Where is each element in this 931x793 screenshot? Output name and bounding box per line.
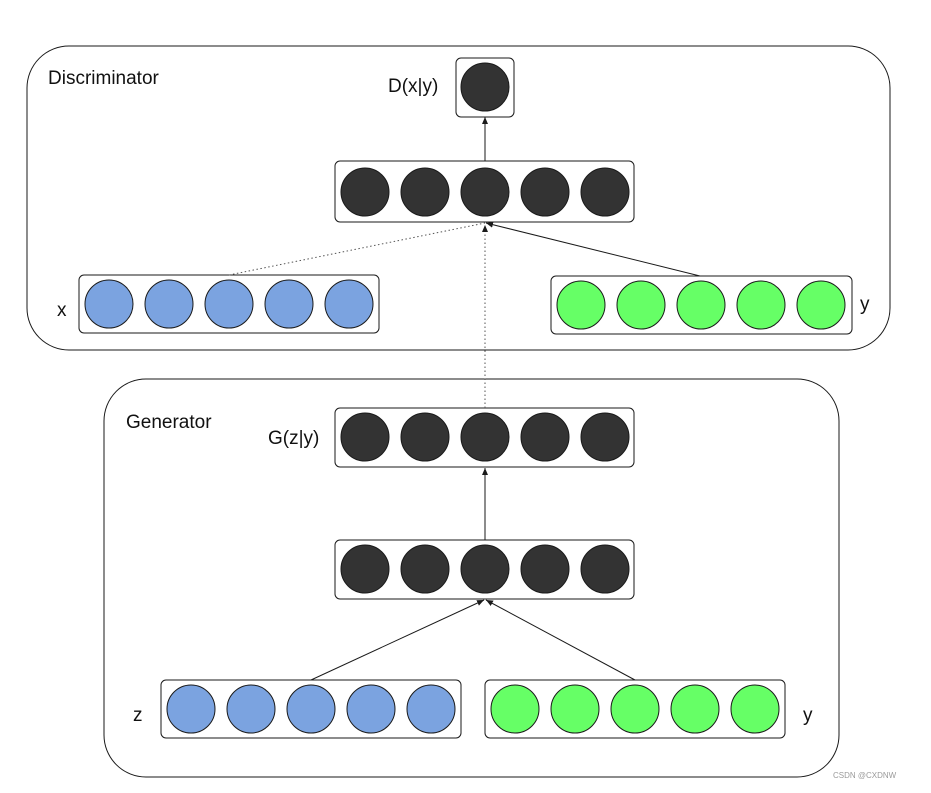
generator-output-node <box>400 412 450 462</box>
discriminator-x-node <box>204 279 254 329</box>
discriminator-hidden-node <box>460 167 510 217</box>
g-y-to-hidden-arrow <box>485 599 636 681</box>
discriminator-hidden-node <box>580 167 630 217</box>
discriminator-output-nodes <box>460 62 510 112</box>
generator-hidden-nodes <box>340 544 630 594</box>
discriminator-x-node <box>144 279 194 329</box>
g-z-to-hidden-arrow <box>310 599 485 681</box>
generator-hidden-node <box>400 544 450 594</box>
discriminator-title: Discriminator <box>48 68 160 89</box>
generator-y-node <box>490 684 540 734</box>
generator-output-node <box>520 412 570 462</box>
generator-z-nodes <box>166 684 456 734</box>
discriminator-x-node <box>264 279 314 329</box>
discriminator-hidden-node <box>340 167 390 217</box>
discriminator-y-node <box>796 280 846 330</box>
generator-y-node <box>670 684 720 734</box>
generator-hidden-node <box>520 544 570 594</box>
discriminator-x-nodes <box>84 279 374 329</box>
discriminator-y-nodes <box>556 280 846 330</box>
generator-z-node <box>346 684 396 734</box>
generator-z-label: z <box>133 705 143 726</box>
discriminator-x-label: x <box>57 300 67 321</box>
generator-z-node <box>166 684 216 734</box>
generator-output-label: G(z|y) <box>268 428 319 449</box>
generator-y-label: y <box>803 705 813 726</box>
generator-z-node <box>406 684 456 734</box>
discriminator-hidden-nodes <box>340 167 630 217</box>
discriminator-y-node <box>676 280 726 330</box>
discriminator-x-node <box>324 279 374 329</box>
generator-output-node <box>580 412 630 462</box>
generator-output-nodes <box>340 412 630 462</box>
generator-panel: Generator G(z|y) z y <box>103 378 840 778</box>
discriminator-y-node <box>556 280 606 330</box>
discriminator-y-node <box>736 280 786 330</box>
generator-y-node <box>730 684 780 734</box>
generator-hidden-node <box>340 544 390 594</box>
generator-y-node <box>610 684 660 734</box>
generator-z-node <box>286 684 336 734</box>
generator-y-node <box>550 684 600 734</box>
generator-title: Generator <box>126 412 212 433</box>
generator-hidden-node <box>580 544 630 594</box>
discriminator-x-node <box>84 279 134 329</box>
watermark-text: CSDN @CXDNW <box>833 771 897 780</box>
generator-z-node <box>226 684 276 734</box>
discriminator-y-label: y <box>860 294 870 315</box>
generator-hidden-node <box>460 544 510 594</box>
discriminator-hidden-node <box>400 167 450 217</box>
discriminator-panel: Discriminator D(x|y) x y <box>26 45 891 351</box>
generator-output-node <box>340 412 390 462</box>
discriminator-output-label: D(x|y) <box>388 76 438 97</box>
discriminator-y-node <box>616 280 666 330</box>
generator-y-nodes <box>490 684 780 734</box>
generator-output-node <box>460 412 510 462</box>
discriminator-hidden-node <box>520 167 570 217</box>
discriminator-output-node <box>460 62 510 112</box>
connections <box>228 117 701 681</box>
d-y-to-hidden-arrow <box>485 221 701 277</box>
